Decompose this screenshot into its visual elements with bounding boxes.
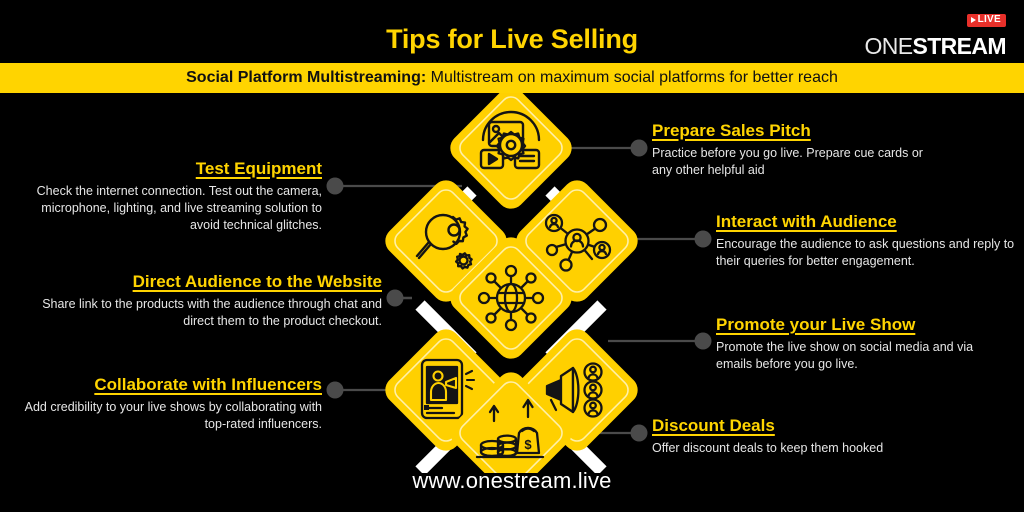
diagram-canvas: $ [326, 93, 712, 473]
play-triangle-icon [970, 17, 976, 23]
tip-description: Add credibility to your live shows by co… [24, 399, 322, 431]
tip-description: Encourage the audience to ask questions … [716, 236, 1015, 268]
footer-website-url[interactable]: www.onestream.live [412, 468, 612, 493]
tip-title: Direct Audience to the Website [132, 272, 382, 291]
tip-description: Practice before you go live. Prepare cue… [652, 145, 923, 177]
diamond-prepare-sales-pitch[interactable] [443, 93, 579, 216]
tip-title: Interact with Audience [716, 212, 897, 231]
tip-label-promote-your-live-show[interactable]: Promote your Live Show Promote the live … [716, 315, 1006, 373]
diamond-collaborate-with-influencers[interactable] [378, 322, 514, 458]
page-title: Tips for Live Selling [386, 24, 638, 54]
connector-dot-collaborate-with-influencers [326, 381, 344, 399]
diamond-interact-with-audience[interactable] [509, 173, 645, 309]
connector-dot-discount-deals [630, 424, 648, 442]
tip-label-discount-deals[interactable]: Discount Deals Offer discount deals to k… [652, 416, 982, 457]
banner-rest-text: Multistream on maximum social platforms … [426, 69, 838, 86]
tip-title: Test Equipment [195, 159, 322, 178]
live-badge: LIVE [966, 14, 1006, 27]
tip-title: Prepare Sales Pitch [652, 121, 811, 140]
logo-word-stream: STREAM [912, 33, 1006, 59]
banner-bold-text: Social Platform Multistreaming: [186, 69, 427, 86]
diamond-direct-audience-to-the-website[interactable] [443, 230, 579, 366]
tip-title: Promote your Live Show [716, 315, 916, 334]
svg-text:$: $ [524, 437, 532, 452]
diamond-test-equipment[interactable] [378, 173, 514, 309]
tip-title: Collaborate with Influencers [94, 375, 322, 394]
connector-dot-prepare-sales-pitch [630, 139, 648, 157]
banner-text: Social Platform Multistreaming: Multistr… [186, 69, 838, 87]
tip-description: Check the internet connection. Test out … [36, 183, 322, 233]
connector-dot-promote-your-live-show [694, 332, 712, 350]
logo-wordmark: ONESTREAM [864, 35, 1006, 58]
tip-label-test-equipment[interactable]: Test Equipment Check the internet connec… [10, 159, 322, 234]
tip-description: Share link to the products with the audi… [42, 296, 382, 328]
logo-word-one: ONE [864, 33, 913, 59]
tip-label-direct-audience-to-the-website[interactable]: Direct Audience to the Website Share lin… [24, 272, 382, 330]
diamond-promote-your-live-show[interactable] [509, 322, 645, 458]
tip-label-collaborate-with-influencers[interactable]: Collaborate with Influencers Add credibi… [10, 375, 322, 433]
brand-logo: LIVE ONESTREAM [856, 14, 1007, 58]
tip-title: Discount Deals [652, 416, 775, 435]
connector-dots [326, 139, 712, 442]
diamond-discount-deals[interactable]: $ [443, 365, 579, 473]
tips-diagram: $ Prepare Sales Pitch Practice before yo… [0, 93, 1024, 473]
connector-dot-test-equipment [326, 177, 344, 195]
tip-label-prepare-sales-pitch[interactable]: Prepare Sales Pitch Practice before you … [652, 121, 1012, 179]
live-badge-label: LIVE [977, 14, 1001, 25]
subtitle-banner: Social Platform Multistreaming: Multistr… [0, 63, 1024, 93]
connector-dot-interact-with-audience [694, 230, 712, 248]
tip-description: Offer discount deals to keep them hooked [652, 440, 884, 455]
tip-description: Promote the live show on social media an… [716, 339, 974, 371]
tip-label-interact-with-audience[interactable]: Interact with Audience Encourage the aud… [716, 212, 1016, 270]
